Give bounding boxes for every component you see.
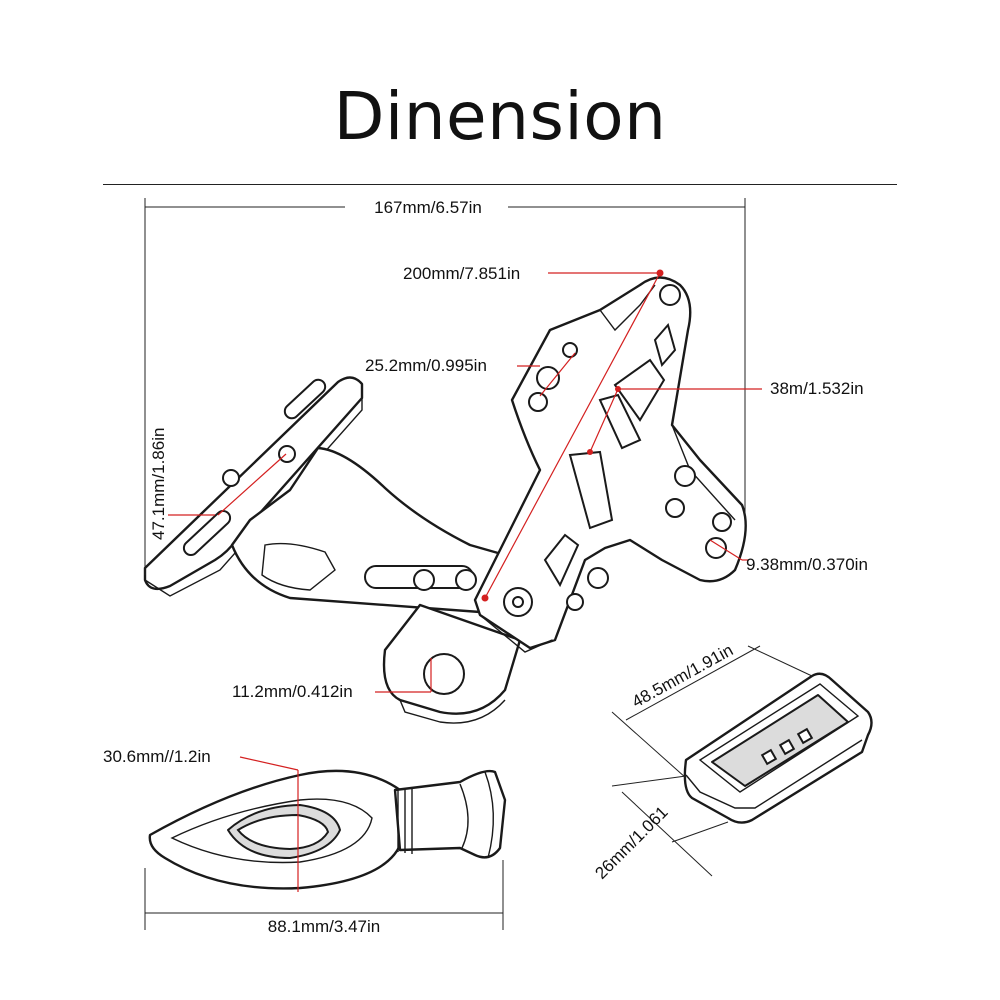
dimension-signal-length: 88.1mm/3.47in <box>144 860 504 936</box>
turn-signal <box>148 769 507 890</box>
marker-light <box>683 672 873 824</box>
dimension-plate-height: 47.1mm/1.86in <box>149 428 287 540</box>
light-lens <box>711 694 849 787</box>
signal-height-label: 30.6mm//1.2in <box>103 747 211 766</box>
dimension-hole-size: 9.38mm/0.370in <box>709 539 868 574</box>
dimension-slot-size: 25.2mm/0.995in <box>365 352 576 397</box>
dimension-bracket-width: 167mm/6.57in <box>144 198 746 575</box>
license-bracket <box>143 276 747 724</box>
dimension-plate-width: 38m/1.532in <box>587 379 864 455</box>
hole-size-label: 9.38mm/0.370in <box>746 555 868 574</box>
signal-stem <box>393 769 507 859</box>
light-length-label: 48.5mm/1.91in <box>629 640 737 711</box>
signal-length-label: 88.1mm/3.47in <box>268 917 380 936</box>
mount-hole-label: 11.2mm/0.412in <box>232 682 353 701</box>
bracket-length-label: 200mm/7.851in <box>403 264 520 283</box>
slot-size-label: 25.2mm/0.995in <box>365 356 487 375</box>
plate-height-label: 47.1mm/1.86in <box>149 428 168 540</box>
dimension-bracket-length: 200mm/7.851in <box>403 264 664 602</box>
dimension-mount-hole: 11.2mm/0.412in <box>232 658 432 701</box>
title-divider <box>103 184 897 185</box>
page-title: Dinension <box>333 78 667 155</box>
dimension-signal-height: 30.6mm//1.2in <box>103 747 299 892</box>
light-height-label: 26mm/1.061 <box>591 803 671 883</box>
plate-width-label: 38m/1.532in <box>770 379 864 398</box>
bracket-width-label: 167mm/6.57in <box>374 198 482 217</box>
